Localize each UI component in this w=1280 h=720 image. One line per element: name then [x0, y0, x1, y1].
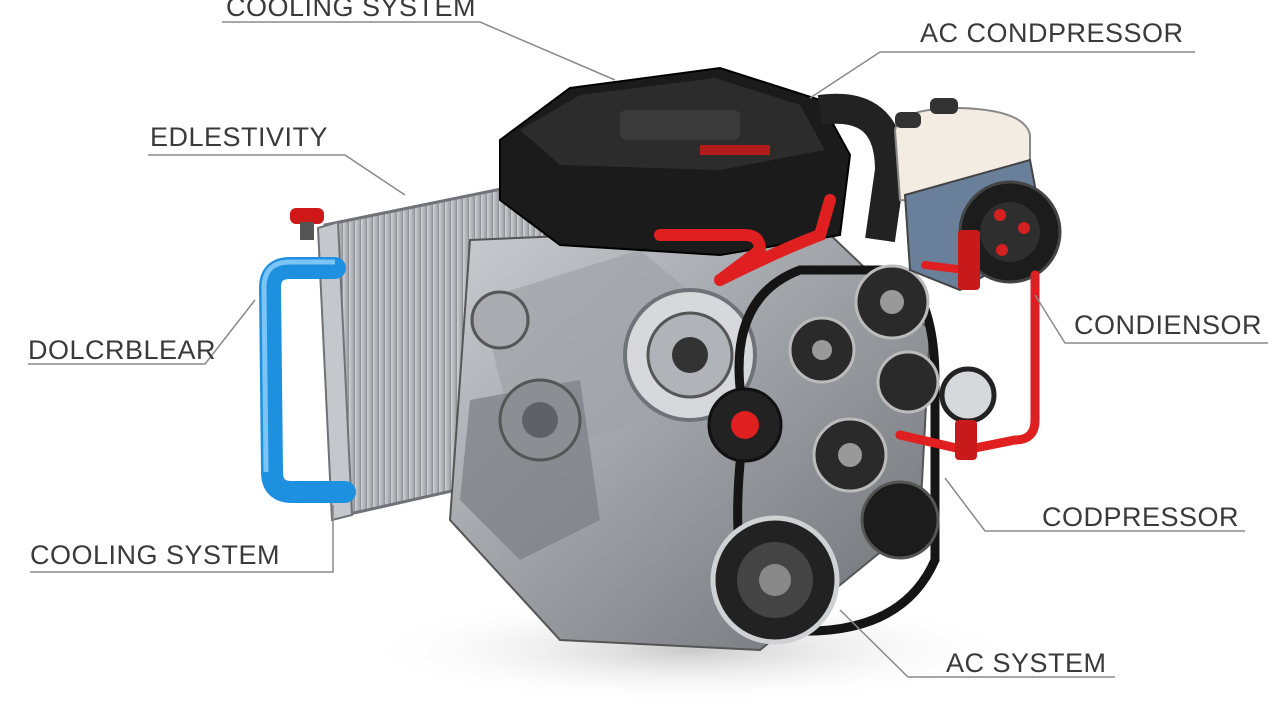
- ac-lines: [654, 194, 1040, 460]
- idler-pulley: [939, 366, 997, 424]
- label-dolcrblear: DOLCRBLEAR: [28, 335, 217, 365]
- engine-cover: [499, 66, 852, 257]
- pulleys: [707, 264, 997, 645]
- intake-pipe: [817, 93, 906, 243]
- label-edlestivity: EDLESTIVITY: [150, 122, 329, 152]
- alternator: [623, 288, 757, 422]
- label-cooling-system-top: COOLING SYSTEM: [226, 0, 477, 22]
- label-ac-compressor: AC CONDPRESSOR: [920, 18, 1184, 48]
- radiator-cap: [290, 208, 324, 224]
- label-condiensor: CONDIENSOR: [1074, 310, 1263, 340]
- ac-compressor-unit: [893, 98, 1062, 292]
- coolant-hose: [258, 257, 356, 503]
- label-ac-system: AC SYSTEM: [946, 648, 1107, 678]
- label-cooling-system-bottom: COOLING SYSTEM: [30, 540, 281, 570]
- tensioner-hub: [731, 411, 759, 439]
- label-compressor: CODPRESSOR: [1042, 502, 1240, 532]
- leader-lines: [28, 21, 1268, 678]
